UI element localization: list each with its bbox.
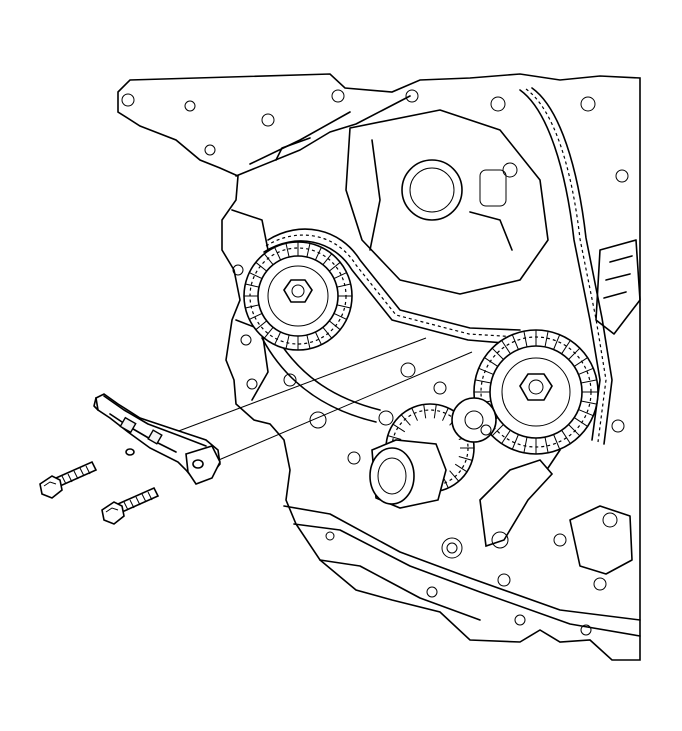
sprocket-tooth <box>491 347 504 360</box>
sprocket-tooth <box>433 404 437 419</box>
sprocket-tooth <box>578 409 594 417</box>
sprocket-tooth <box>411 407 418 421</box>
sprocket-tooth <box>245 304 260 309</box>
sprocket-tooth <box>523 331 528 347</box>
sprocket-tooth <box>285 243 290 258</box>
sprocket-tooth <box>285 334 290 349</box>
sprocket-tooth <box>478 367 494 375</box>
sprocket-tooth <box>328 320 341 331</box>
sprocket-tooth <box>249 272 263 280</box>
sprocket-tooth <box>249 312 263 320</box>
sprocket-tooth <box>491 424 504 437</box>
sprocket-tooth <box>561 340 571 355</box>
sprocket-tooth <box>561 429 571 444</box>
sprocket-tooth <box>274 247 282 261</box>
sprocket-tooth <box>581 400 597 405</box>
sprocket-tooth <box>322 253 333 266</box>
sprocket-tooth <box>336 304 351 309</box>
sprocket-tooth <box>454 463 468 473</box>
sprocket-tooth <box>442 407 449 421</box>
sprocket-tooth <box>501 429 511 444</box>
sprocket-tooth <box>263 253 274 266</box>
sprocket-tooth <box>484 357 499 367</box>
sprocket-tooth <box>255 261 268 272</box>
leader-lines <box>175 337 473 463</box>
sprocket-tooth <box>245 283 260 288</box>
sprocket-tooth <box>501 340 511 355</box>
sprocket-tooth <box>336 283 351 288</box>
sprocket-tooth <box>573 417 588 427</box>
sprocket-tooth <box>544 331 549 347</box>
sprocket-tooth <box>274 331 282 345</box>
guide-bolt-upper <box>39 460 98 499</box>
sprocket-tooth <box>392 423 406 433</box>
sprocket-tooth <box>511 434 519 450</box>
sprocket-tooth <box>568 347 581 360</box>
right-camshaft-sprocket <box>473 329 599 455</box>
crankshaft-sprocket <box>369 362 567 587</box>
sprocket-tooth <box>314 247 322 261</box>
sprocket-tooth <box>400 414 411 426</box>
guide-bolt-lower <box>101 486 160 525</box>
sprocket-tooth <box>475 379 491 384</box>
sprocket-tooth <box>523 437 528 453</box>
sprocket-tooth <box>573 357 588 367</box>
sprocket-tooth <box>263 326 274 339</box>
sprocket-tooth <box>255 320 268 331</box>
sprocket-tooth <box>553 334 561 350</box>
sprocket-tooth <box>387 435 402 440</box>
timing-chain <box>261 87 613 501</box>
sprocket-tooth <box>581 379 597 384</box>
sprocket-tooth <box>306 334 311 349</box>
sprocket-tooth <box>322 326 333 339</box>
sprocket-tooth <box>568 424 581 437</box>
timing-chain-guide <box>93 393 221 485</box>
sprocket-tooth <box>306 243 311 258</box>
sprocket-tooth <box>333 272 347 280</box>
sprocket-tooth <box>553 434 561 450</box>
sprocket-tooth <box>449 470 460 482</box>
sprocket-tooth <box>544 437 549 453</box>
sprocket-tooth <box>458 456 473 461</box>
sprocket-tooth <box>423 404 427 419</box>
sprocket-tooth <box>328 261 341 272</box>
sprocket-tooth <box>333 312 347 320</box>
sprocket-tooth <box>578 367 594 375</box>
left-camshaft-sprocket <box>243 241 353 351</box>
sprocket-tooth <box>511 334 519 350</box>
sprocket-tooth <box>314 331 322 345</box>
